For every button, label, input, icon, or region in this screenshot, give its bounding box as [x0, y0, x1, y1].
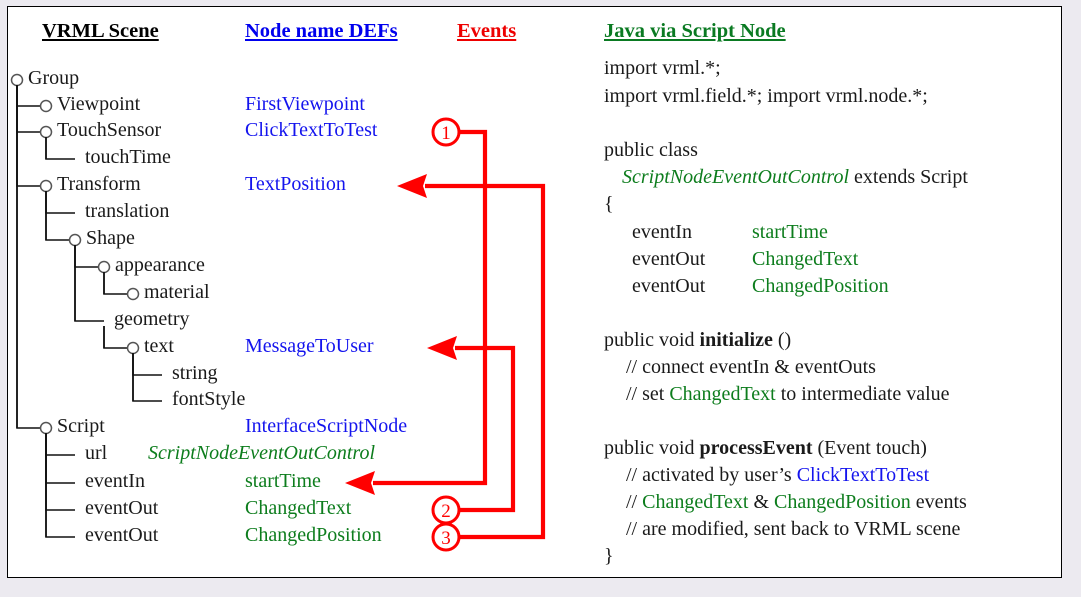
- java-code-token: ChangedText: [669, 383, 776, 405]
- java-code-line: // are modified, sent back to VRML scene: [626, 519, 960, 539]
- java-code-line: // connect eventIn & eventOuts: [626, 357, 876, 377]
- tree-row-label: material: [144, 281, 210, 303]
- svg-text:3: 3: [441, 528, 451, 549]
- tree-row-label: fontStyle: [172, 388, 246, 410]
- java-code-line: import vrml.field.*; import vrml.node.*;: [604, 86, 928, 106]
- event-name-changed-text: ChangedText: [245, 497, 352, 519]
- tree-row-label: appearance: [115, 254, 205, 276]
- java-code-token: }: [604, 545, 614, 567]
- java-code-token: // are modified, sent back to VRML scene: [626, 518, 961, 540]
- java-code-line: startTime: [752, 222, 828, 242]
- tree-row-label: Transform: [57, 173, 141, 195]
- java-code-token: extends Script: [849, 166, 968, 188]
- svg-text:2: 2: [441, 501, 451, 522]
- event-route-marker-1: 1: [431, 117, 461, 147]
- tree-row-label: eventOut: [85, 497, 159, 519]
- java-code-token: ScriptNodeEventOutControl: [622, 166, 850, 188]
- java-code-token: // activated by user’s: [626, 464, 797, 486]
- event-name-start-time: startTime: [245, 470, 321, 492]
- java-code-line: // ChangedText & ChangedPosition events: [626, 492, 967, 512]
- java-code-line: }: [604, 546, 614, 566]
- node-def-name: TextPosition: [245, 173, 346, 195]
- java-code-token: ChangedPosition: [752, 275, 889, 297]
- java-code-token: to intermediate value: [775, 383, 950, 405]
- java-code-token: // set: [626, 383, 670, 405]
- tree-row-label: translation: [85, 200, 170, 222]
- java-code-line: public void initialize (): [604, 330, 791, 350]
- java-code-token: eventIn: [632, 221, 692, 243]
- tree-row-label: TouchSensor: [57, 119, 162, 141]
- tree-row-label: Group: [28, 67, 80, 89]
- java-code-token: {: [604, 193, 614, 215]
- java-code-line: // set ChangedText to intermediate value: [626, 384, 950, 404]
- tree-row-label: Shape: [86, 227, 135, 249]
- tree-row-label: geometry: [114, 308, 190, 330]
- java-code-line: ChangedText: [752, 249, 858, 269]
- node-def-name: InterfaceScriptNode: [245, 415, 408, 437]
- tree-row-label: url: [85, 442, 108, 464]
- event-route-marker-2: 2: [431, 495, 461, 525]
- java-code-line: ScriptNodeEventOutControl extends Script: [622, 167, 968, 187]
- java-code-line: ChangedPosition: [752, 276, 889, 296]
- java-code-token: processEvent: [699, 437, 813, 459]
- java-code-token: events: [910, 491, 967, 513]
- tree-row-label: eventIn: [85, 470, 145, 492]
- java-code-token: (Event touch): [812, 437, 927, 459]
- column-header-events: Events: [457, 20, 517, 42]
- java-code-token: ClickTextToTest: [796, 464, 930, 486]
- url-value: ScriptNodeEventOutControl: [148, 442, 376, 464]
- java-code-token: initialize: [699, 329, 773, 351]
- java-code-token: public void: [604, 437, 700, 459]
- node-def-name: ClickTextToTest: [245, 119, 378, 141]
- java-code-line: import vrml.*;: [604, 58, 721, 78]
- event-name-changed-position: ChangedPosition: [245, 524, 382, 546]
- java-code-line: eventIn: [632, 222, 692, 242]
- node-def-name: MessageToUser: [245, 335, 374, 357]
- column-header-java: Java via Script Node: [604, 20, 786, 42]
- tree-row-label: text: [144, 335, 174, 357]
- java-code-token: import vrml.field.*; import vrml.node.*;: [604, 85, 928, 107]
- java-code-token: // connect eventIn & eventOuts: [626, 356, 876, 378]
- java-code-token: eventOut: [632, 275, 706, 297]
- java-code-token: ChangedText: [752, 248, 859, 270]
- svg-text:1: 1: [441, 123, 451, 144]
- java-code-token: eventOut: [632, 248, 706, 270]
- java-code-line: public class: [604, 140, 698, 160]
- java-code-token: import vrml.*;: [604, 57, 721, 79]
- java-code-line: public void processEvent (Event touch): [604, 438, 927, 458]
- java-code-line: {: [604, 194, 614, 214]
- java-code-token: ChangedText: [642, 491, 749, 513]
- tree-row-label: touchTime: [85, 146, 171, 168]
- java-code-token: &: [748, 491, 775, 513]
- tree-row-label: eventOut: [85, 524, 159, 546]
- java-code-token: public class: [604, 139, 698, 161]
- tree-row-label: Viewpoint: [57, 93, 141, 115]
- java-code-token: ChangedPosition: [774, 491, 911, 513]
- java-code-line: // activated by user’s ClickTextToTest: [626, 465, 929, 485]
- java-code-token: public void: [604, 329, 700, 351]
- tree-row-label: Script: [57, 415, 105, 437]
- java-code-token: (): [772, 329, 792, 351]
- java-code-token: //: [626, 491, 643, 513]
- node-def-name: FirstViewpoint: [245, 93, 365, 115]
- java-code-line: eventOut: [632, 276, 705, 296]
- java-code-line: eventOut: [632, 249, 705, 269]
- java-code-token: startTime: [752, 221, 828, 243]
- column-header-node-name-defs: Node name DEFs: [245, 20, 398, 42]
- event-route-marker-3: 3: [431, 522, 461, 552]
- diagram-panel: [7, 6, 1062, 578]
- column-header-vrml-scene: VRML Scene: [42, 20, 159, 42]
- tree-row-label: string: [172, 362, 218, 384]
